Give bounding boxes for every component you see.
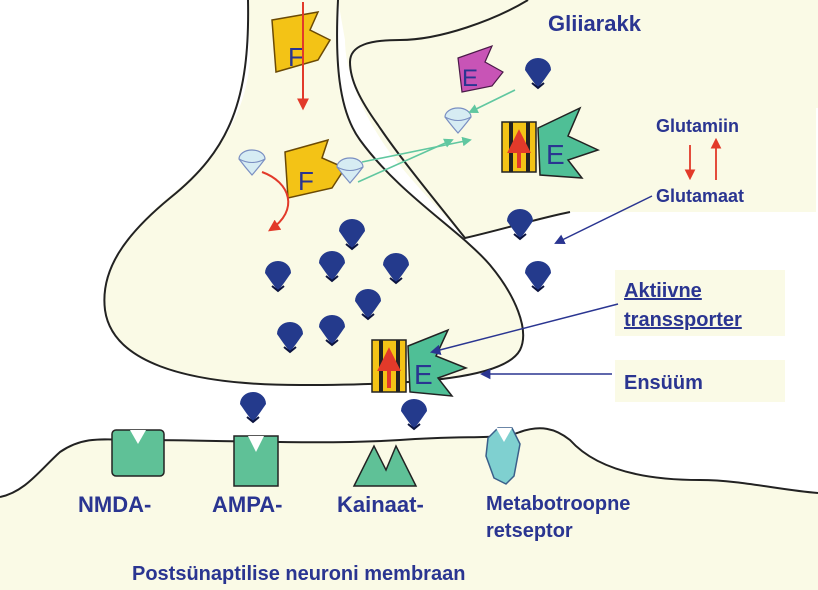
postsynaptic-membrane xyxy=(0,427,818,590)
enzyme-e-glia-large: E xyxy=(537,106,601,179)
arrow-green xyxy=(468,89,516,113)
arrow-green xyxy=(357,138,454,183)
glia-label: Gliiarakk xyxy=(548,11,642,36)
enzyme-f-middle: F xyxy=(284,138,347,199)
metabotropic-receptor xyxy=(485,427,521,485)
transporter-label-box xyxy=(615,270,785,336)
ampa-label: AMPA- xyxy=(212,492,282,517)
svg-text:E: E xyxy=(546,139,565,170)
arrow-curve-red xyxy=(261,171,290,232)
glutamate-drop-icon xyxy=(239,391,267,423)
svg-text:F: F xyxy=(288,42,304,72)
glutamate-drop-icon xyxy=(506,208,534,240)
glutamate-drop-icon xyxy=(524,260,552,292)
glutamate-label: Glutamaat xyxy=(656,186,744,206)
metabotropic-label-line1: Metabotroopne xyxy=(486,493,630,515)
transporter-icon xyxy=(501,121,537,173)
membrane-label: Postsünaptilise neuroni membraan xyxy=(132,563,465,585)
metabotropic-label-line2: retseptor xyxy=(486,520,573,542)
kainate-label: Kainaat- xyxy=(337,492,424,517)
transporter-label-line2: transsporter xyxy=(624,309,742,331)
svg-text:E: E xyxy=(462,65,478,92)
enzyme-f-top: F xyxy=(271,11,332,73)
nmda-receptor xyxy=(111,429,165,477)
ampa-receptor xyxy=(233,435,279,487)
enzyme-e-glia-small: E xyxy=(457,44,504,93)
enzyme-e-presynaptic: E xyxy=(407,328,469,397)
transporter-label-line1: Aktiivne xyxy=(624,280,702,302)
svg-text:F: F xyxy=(298,166,314,196)
svg-text:E: E xyxy=(414,359,433,390)
glutamine-label: Glutamiin xyxy=(656,116,739,136)
arrow-pointer-transporter xyxy=(429,303,619,355)
enzyme-label-box xyxy=(615,360,785,402)
glutamate-drop-icon xyxy=(400,398,428,430)
glutamine-glutamate-box xyxy=(648,108,816,212)
kainate-receptor xyxy=(352,444,418,487)
transporter-icon xyxy=(371,339,407,393)
enzyme-label: Ensüüm xyxy=(624,372,703,394)
arrow-pointer-glutamate xyxy=(554,195,653,245)
nmda-label: NMDA- xyxy=(78,492,151,517)
